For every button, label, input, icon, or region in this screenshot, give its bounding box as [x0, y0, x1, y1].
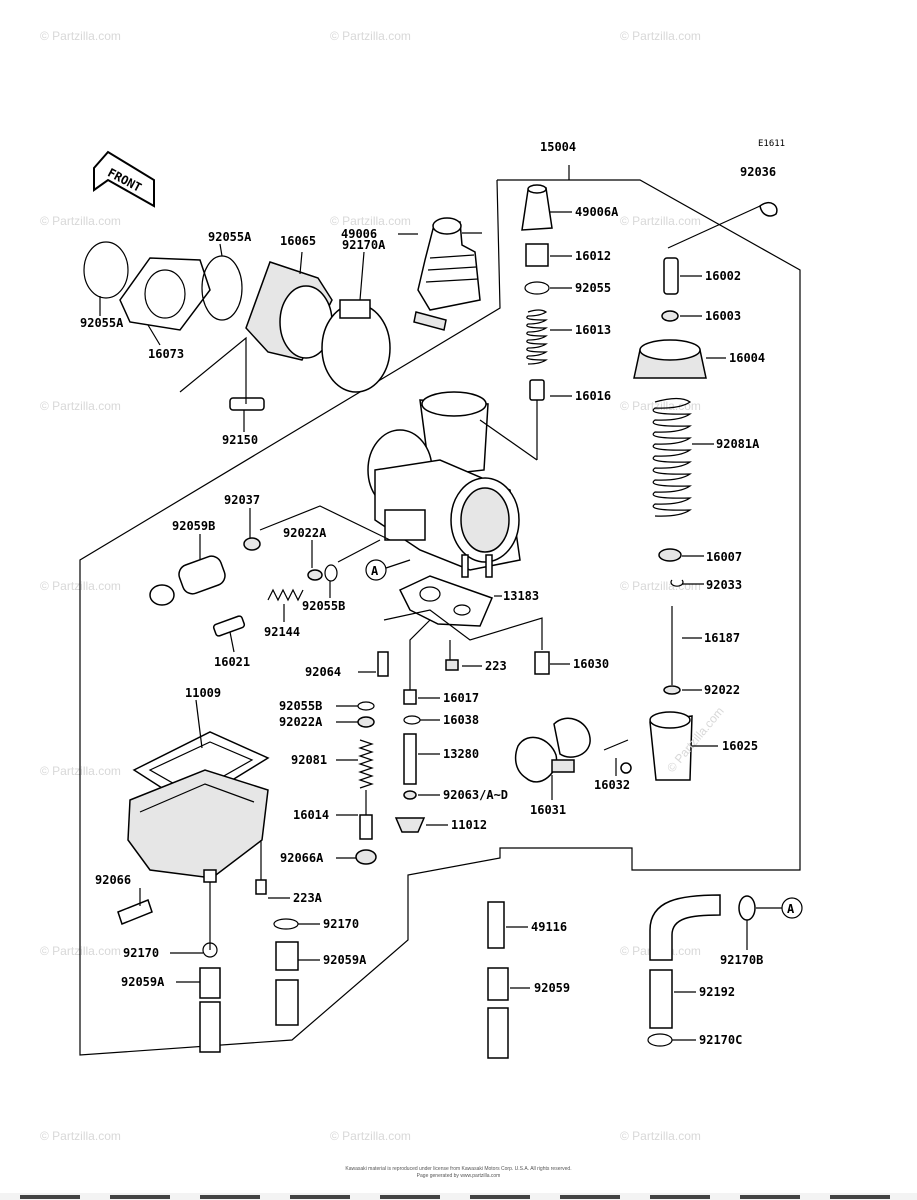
part-label: 92170C	[699, 1033, 742, 1047]
part-label: 11009	[185, 686, 221, 700]
watermark: © Partzilla.com	[40, 29, 121, 43]
part-label: 223	[485, 659, 507, 673]
part-label: 223A	[293, 891, 323, 905]
boot-49006	[413, 217, 481, 331]
part-label: 11012	[451, 818, 487, 832]
leader-lines	[99, 211, 748, 1041]
gasket-13183	[377, 575, 550, 725]
part-label: 92022A	[279, 715, 323, 729]
watermark: © Partzilla.com	[620, 29, 701, 43]
part-label: 16012	[575, 249, 611, 263]
part-label: 92081	[291, 753, 327, 767]
part-label: 16016	[575, 389, 611, 403]
part-label: 92022A	[283, 526, 327, 540]
watermark: © Partzilla.com	[620, 214, 701, 228]
center-column-parts	[479, 184, 553, 461]
part-label: 16065	[280, 234, 316, 248]
float-16031	[514, 717, 632, 783]
part-label: 13280	[443, 747, 479, 761]
part-label: 92064	[305, 665, 341, 679]
part-label: 16030	[573, 657, 609, 671]
part-label: 92036	[740, 165, 776, 179]
part-label: 13183	[503, 589, 539, 603]
part-label: 92170B	[720, 953, 763, 967]
callout-a: A	[371, 564, 379, 578]
part-labels: E1611 15004 92036 49006A 49006 16012 160…	[80, 139, 785, 1047]
part-label: 92192	[699, 985, 735, 999]
part-label: 16025	[722, 739, 758, 753]
watermark: © Partzilla.com	[40, 399, 121, 413]
part-label: 92059A	[323, 953, 367, 967]
part-label: 16032	[594, 778, 630, 792]
part-label: 16013	[575, 323, 611, 337]
screw-92150	[229, 397, 265, 411]
part-label: 92059B	[172, 519, 215, 533]
watermark: © Partzilla.com	[620, 579, 701, 593]
float-bowl-11009	[117, 731, 270, 950]
source-line: Page generated by www.partzilla.com	[416, 1173, 501, 1179]
intake-group	[83, 241, 391, 411]
part-label: 16031	[530, 803, 566, 817]
part-label: 16004	[729, 351, 765, 365]
part-label: 92063/A~D	[443, 788, 508, 802]
left-mid-parts	[149, 505, 391, 637]
part-label: 92144	[264, 625, 300, 639]
watermark: © Partzilla.com	[40, 214, 121, 228]
carburetor-body	[367, 391, 521, 578]
part-label: 92170	[323, 917, 359, 931]
part-label: 92150	[222, 433, 258, 447]
part-label: 16014	[293, 808, 329, 822]
part-label: 92059	[534, 981, 570, 995]
part-label: 92055B	[279, 699, 322, 713]
part-label: 16017	[443, 691, 479, 705]
part-label: 92055A	[208, 230, 252, 244]
watermark: © Partzilla.com	[330, 1129, 411, 1143]
part-label: 16007	[706, 550, 742, 564]
watermark: © Partzilla.com	[330, 214, 411, 228]
part-label: 92170	[123, 946, 159, 960]
part-label: 16002	[705, 269, 741, 283]
part-label: 92033	[706, 578, 742, 592]
diagram-code: E1611	[758, 139, 785, 149]
watermark: © Partzilla.com	[620, 399, 701, 413]
copyright-line: Kawasaki material is reproduced under li…	[345, 1166, 572, 1172]
watermark: © Partzilla.com	[620, 1129, 701, 1143]
part-label: 49116	[531, 920, 567, 934]
callout-a: A	[787, 902, 795, 916]
o-ring-92055a-left	[83, 241, 129, 299]
part-label: 92055A	[80, 316, 124, 330]
part-label: 16038	[443, 713, 479, 727]
part-label: 92055B	[302, 599, 345, 613]
clamp-92170a-screw	[339, 299, 371, 319]
part-label: 16003	[705, 309, 741, 323]
callout-markers: A A	[365, 559, 803, 919]
jet-stack	[355, 701, 426, 865]
part-label: 92055	[575, 281, 611, 295]
part-label: 16073	[148, 347, 184, 361]
part-label: 92066	[95, 873, 131, 887]
hoses-bottom	[199, 894, 756, 1059]
part-label: 92066A	[280, 851, 324, 865]
watermark: © Partzilla.com	[40, 1129, 121, 1143]
watermark: © Partzilla.com	[330, 29, 411, 43]
part-label: 92081A	[716, 437, 760, 451]
gasket-16073-hole	[144, 269, 186, 319]
front-arrow-icon: FRONT	[93, 150, 155, 208]
part-label: 16187	[704, 631, 740, 645]
bottom-edge-bar	[0, 1193, 917, 1200]
part-label: 92022	[704, 683, 740, 697]
part-label: 49006A	[575, 205, 619, 219]
part-label: 49006	[341, 227, 377, 241]
part-label: 15004	[540, 140, 576, 154]
assembly-frame	[79, 179, 801, 1056]
part-label: 92170A	[342, 238, 386, 252]
part-label: 16021	[214, 655, 250, 669]
part-label: 92059A	[121, 975, 165, 989]
part-label: 92037	[224, 493, 260, 507]
gasket-16073	[119, 257, 211, 331]
